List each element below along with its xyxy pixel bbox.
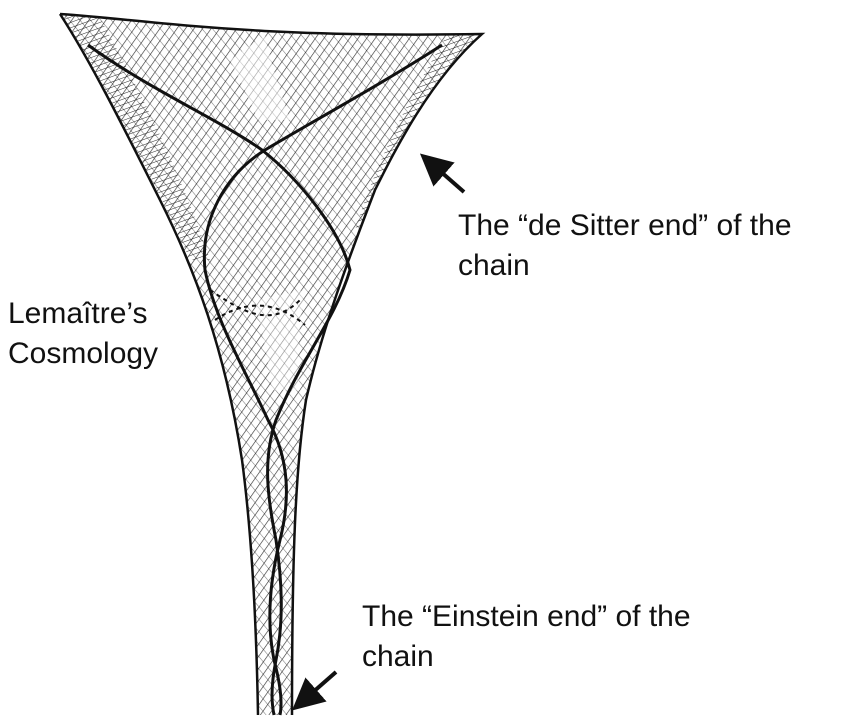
cosmology-label-line2: Cosmology	[8, 334, 158, 374]
arrow-icon	[304, 672, 336, 700]
de-sitter-end-label-line2: chain	[458, 246, 792, 286]
cosmology-label-line1: Lemaître’s	[8, 294, 158, 334]
de-sitter-end-label-line1: The “de Sitter end” of the	[458, 206, 792, 246]
de-sitter-end-label: The “de Sitter end” of the chain	[458, 206, 792, 286]
einstein-end-label-line2: chain	[362, 637, 691, 677]
cosmology-label: Lemaître’s Cosmology	[8, 294, 158, 374]
arrow-icon	[432, 164, 464, 192]
einstein-end-label: The “Einstein end” of the chain	[362, 597, 691, 677]
einstein-end-label-line1: The “Einstein end” of the	[362, 597, 691, 637]
